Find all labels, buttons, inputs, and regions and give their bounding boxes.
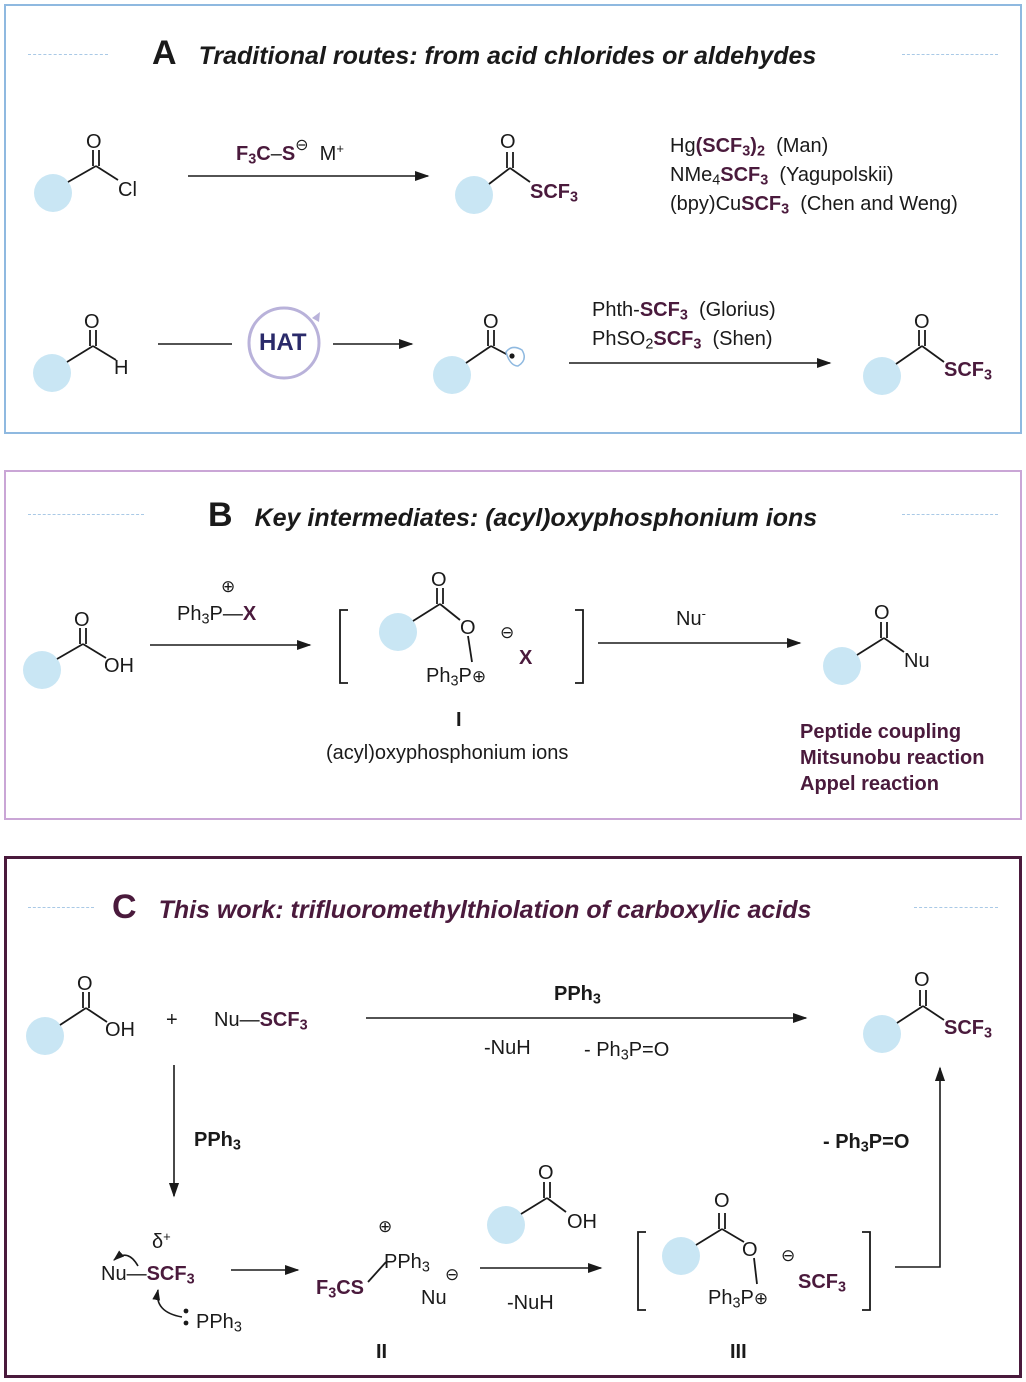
panel-a-heading: A Traditional routes: from acid chlorides… [152,34,816,73]
counter-ion: X [519,647,533,669]
atom-label: O [914,969,930,991]
reaction-arrows [113,170,946,1318]
atom-label: OH [104,655,134,677]
header-rule [28,514,144,515]
charge-plus: ⊕ [378,1217,393,1236]
reagent-phosphonium: Ph3P—X [177,603,257,628]
header-rule [28,907,94,908]
pph3-group: PPh3 [384,1251,430,1276]
atom-label: O [714,1190,730,1212]
scf3-group: SCF3 [530,181,579,206]
reagent-thiolate: F3C–S⊖ M+ [236,137,344,168]
panel-title: This work: trifluoromethylthiolation of … [158,896,812,924]
atom-label: O [77,973,93,995]
application-item: Peptide coupling [800,721,962,743]
pph3-nucleophile: PPh3 [196,1311,242,1336]
reagent-list-item: PhSO2SCF3 (Shen) [592,328,773,353]
reagent-list-item: Hg(SCF3)2 (Man) [670,135,829,160]
panel-c-heading: C This work: trifluoromethylthiolation of… [112,888,811,927]
reagent-pph3: PPh3 [554,983,601,1008]
atom-label: Cl [118,179,137,201]
byproduct: - Ph3P=O [584,1039,670,1064]
charge-minus: ⊖ [781,1246,796,1265]
atom-label: O [500,131,516,153]
atom-label: O [74,609,90,631]
nu-scf3-reagent: Nu—SCF3 [214,1009,308,1034]
intermediate-label: II [376,1341,388,1363]
reagent-pph3: PPh3 [194,1129,241,1154]
panel-a [4,4,1022,434]
substrate-spheres [23,174,901,1275]
atom-label: O [460,617,476,639]
atom-label: Nu [421,1287,447,1309]
atom-label: O [914,311,930,333]
plus-sign: + [166,1009,178,1031]
bonds [56,150,945,1311]
atom-label: H [114,357,129,379]
atom-label: O [86,131,102,153]
reagent-list-item: Phth-SCF3 (Glorius) [592,299,776,324]
hat-label: HAT [259,329,307,356]
intermediate-label: III [730,1341,747,1363]
byproduct: -NuH [507,1292,554,1314]
panel-title: Traditional routes: from acid chlorides … [198,42,817,70]
scf3-group: SCF3 [944,1017,993,1042]
byproduct: -NuH [484,1037,531,1059]
atom-label: O [874,602,890,624]
intermediate-label: I [456,709,462,731]
header-rule [902,54,998,55]
phosphonium-label: Ph3P⊕ [426,665,487,690]
byproduct: - Ph3P=O [823,1131,910,1156]
scf3-counter-ion: SCF3 [798,1271,847,1296]
header-rule [902,514,998,515]
header-rule [914,907,998,908]
nu-scf3-complex: Nu—SCF3 [101,1263,195,1288]
atom-label: O [431,569,447,591]
application-item: Mitsunobu reaction [800,747,985,769]
atom-label: O [538,1162,554,1184]
panel-letter: C [112,888,137,926]
charge-plus: ⊕ [221,577,236,596]
panel-b-heading: B Key intermediates: (acyl)oxyphosphonium… [208,496,817,535]
reagent-list-item: (bpy)CuSCF3 (Chen and Weng) [670,193,958,218]
charge-minus: ⊖ [445,1265,460,1284]
delta-plus: δ+ [152,1228,171,1253]
panel-letter: A [152,34,177,72]
phosphonium-label: Ph3P⊕ [708,1287,769,1312]
application-item: Appel reaction [800,773,939,795]
atom-label: OH [567,1211,597,1233]
panel-b [4,470,1022,820]
charge-minus: ⊖ [500,623,515,642]
atom-label: Nu [904,650,930,672]
atom-label: OH [105,1019,135,1041]
scf3-group: SCF3 [944,359,993,384]
panel-letter: B [208,496,233,534]
atom-label: O [84,311,100,333]
header-rule [28,54,108,55]
reagent-list-item: NMe4SCF3 (Yagupolskii) [670,164,894,189]
f3cs-group: F3CS [316,1277,365,1302]
atom-label: O [483,311,499,333]
atom-label: O [742,1239,758,1261]
panel-title: Key intermediates: (acyl)oxyphosphonium … [254,504,818,532]
intermediate-name: (acyl)oxyphosphonium ions [326,742,569,764]
panel-c [4,856,1022,1378]
nucleophile-label: Nu- [676,605,706,630]
